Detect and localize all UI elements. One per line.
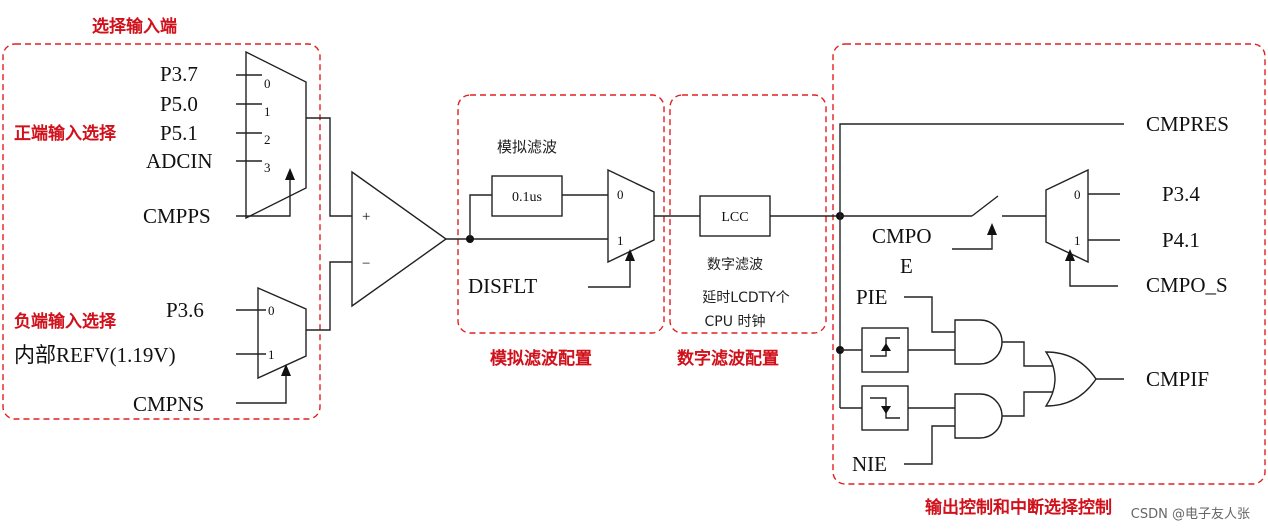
cmpoe-label-2: E (900, 254, 913, 278)
output-p34: P3.4 (1162, 182, 1200, 206)
digital-filter-desc-1: 延时LCDTY个 (702, 290, 789, 306)
watermark-text: CSDN @电子友人张 (1131, 506, 1250, 522)
positive-mux-port-2: 2 (264, 132, 271, 147)
positive-mux-port-1: 1 (264, 104, 271, 119)
analog-mux-port-1: 1 (617, 233, 624, 248)
comparator-plus: + (362, 209, 370, 225)
negative-input-mux (257, 286, 307, 380)
output-select-cmpo-s: CMPO_S (1146, 273, 1228, 297)
negative-input-label: 负端输入选择 (14, 311, 117, 332)
analog-filter-title: 模拟滤波配置 (490, 348, 592, 369)
output-control-group (832, 43, 1266, 485)
positive-input-label: 正端输入选择 (14, 123, 117, 144)
positive-mux-port-3: 3 (264, 160, 271, 175)
comparator-amp (351, 170, 448, 308)
input-section-title: 选择输入端 (92, 16, 177, 37)
and-gate-falling (954, 393, 1003, 439)
output-select-arrow (1065, 249, 1075, 261)
negative-input-p36: P3.6 (166, 298, 204, 322)
negative-select-cmpns: CMPNS (133, 392, 204, 416)
and-gate-rising (954, 319, 1003, 365)
lcc-box (699, 195, 771, 237)
positive-select-arrow (285, 168, 295, 180)
analog-select-arrow (625, 249, 635, 261)
comparator-minus: − (362, 256, 370, 272)
analog-delay-label: 0.1us (512, 190, 542, 205)
output-mux-port-0: 0 (1074, 187, 1081, 202)
nie-label: NIE (852, 452, 887, 476)
positive-input-adcin: ADCIN (146, 149, 213, 173)
analog-filter-group (457, 94, 665, 334)
cmpoe-label-1: CMPO (872, 224, 932, 248)
pie-label: PIE (856, 285, 888, 309)
or-gate-cmpif (1044, 351, 1097, 407)
positive-input-p37: P3.7 (160, 62, 198, 86)
cmpoe-arrow (987, 223, 997, 235)
analog-filter-label: 模拟滤波 (497, 138, 557, 156)
digital-filter-group (669, 94, 827, 334)
positive-input-p51: P5.1 (160, 121, 198, 145)
cmpif-label: CMPIF (1146, 367, 1209, 391)
output-section-title: 输出控制和中断选择控制 (925, 497, 1112, 518)
positive-input-p50: P5.0 (160, 92, 198, 116)
cmpoe-switch (971, 195, 999, 217)
output-mux (1045, 168, 1089, 264)
analog-delay-box (491, 175, 563, 217)
analog-mux-port-0: 0 (617, 187, 624, 202)
analog-select-disflt: DISFLT (468, 274, 537, 298)
positive-select-cmpps: CMPPS (143, 204, 211, 228)
negative-mux-port-1: 1 (268, 347, 275, 362)
analog-filter-mux (607, 168, 655, 264)
positive-input-mux (245, 50, 307, 220)
cmpres-label: CMPRES (1146, 112, 1229, 136)
digital-filter-label: 数字滤波 (707, 257, 763, 273)
digital-filter-desc-2: CPU 时钟 (705, 313, 766, 330)
digital-filter-title: 数字滤波配置 (677, 348, 779, 369)
output-p41: P4.1 (1162, 228, 1200, 252)
output-mux-port-1: 1 (1074, 233, 1081, 248)
negative-input-refv: 内部REFV(1.19V) (14, 343, 176, 367)
negative-mux-port-0: 0 (268, 303, 275, 318)
negative-select-arrow (281, 364, 291, 376)
lcc-label: LCC (721, 210, 748, 225)
positive-mux-port-0: 0 (264, 76, 271, 91)
